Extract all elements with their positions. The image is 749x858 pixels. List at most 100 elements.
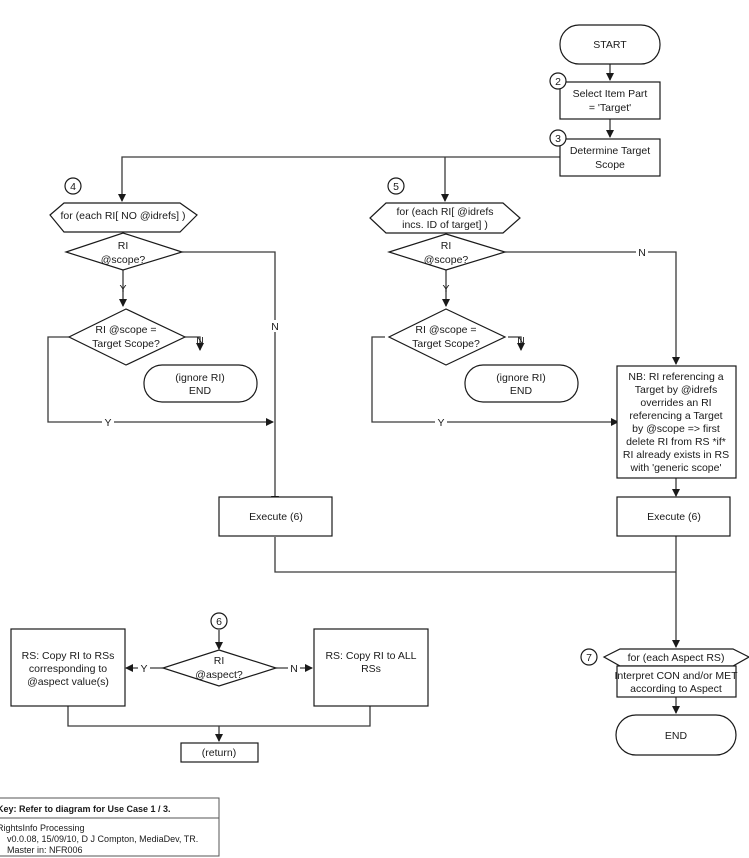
step4-number: 4 [70, 181, 76, 193]
note-line4: referencing a Target [629, 410, 722, 422]
key-title: Key: Refer to diagram for Use Case 1 / 3… [0, 804, 171, 814]
step6-number-badge [210, 612, 228, 630]
label-right-no-match: N [517, 335, 525, 347]
arrow-left-no-scope [182, 251, 279, 504]
step5-decision2-line2: Target Scope? [412, 338, 480, 350]
start-label: START [593, 39, 627, 51]
step6-decision-aspect: RI @aspect? [161, 649, 278, 687]
step6-number: 6 [216, 616, 222, 628]
step7-process-line1: Interpret CON and/or MET [614, 670, 738, 682]
step4-decision-scope-match: RI @scope = Target Scope? [67, 308, 187, 366]
step6-decision-line1: RI [214, 655, 225, 667]
step5-ignore-end: (ignore RI) END [464, 364, 579, 403]
step5-loop-line1: for (each RI[ @idrefs [396, 206, 493, 218]
step3-determine-target-scope: Determine Target Scope 3 [549, 129, 661, 177]
arrow-right-no-scope [505, 251, 680, 365]
step2-select-item-part: Select Item Part = 'Target' 2 [549, 72, 661, 120]
step5-number: 5 [393, 181, 399, 193]
step7-number: 7 [586, 652, 592, 664]
step7-interpret: Interpret CON and/or MET according to As… [614, 665, 738, 698]
step2-number: 2 [555, 76, 561, 88]
note-line8: with 'generic scope' [630, 462, 722, 474]
key-line1: RightsInfo Processing [0, 823, 85, 833]
yes-box-line3: @aspect value(s) [27, 676, 109, 688]
step5-decision1-line1: RI [441, 240, 452, 252]
arrow-right-no-match [508, 336, 525, 351]
label-aspect-no: N [290, 663, 298, 675]
label-right-yes: Y [442, 283, 449, 295]
arrow-step3-to-step4 [118, 156, 560, 202]
step6-copy-to-all-rss: RS: Copy RI to ALL RSs [313, 628, 429, 707]
step4-loop-label: for (each RI[ NO @idrefs] ) [60, 210, 185, 222]
branch-labels: Y N N Y Y N N Y Y N [102, 246, 648, 675]
line-left-execute-to-merge [274, 537, 676, 573]
step6-copy-to-aspect-rss: RS: Copy RI to RSs corresponding to @asp… [10, 628, 126, 707]
step6-return: (return) [180, 742, 259, 763]
end-terminator: END [615, 714, 737, 756]
step3-line1: Determine Target [570, 145, 650, 157]
step5-decision1-line2: @scope? [424, 254, 469, 266]
step6-decision-line2: @aspect? [195, 669, 243, 681]
note-line6: delete RI from RS *if* [626, 436, 726, 448]
step4-decision2-line2: Target Scope? [92, 338, 160, 350]
line-step6-merge [67, 706, 371, 727]
no-box-line2: RSs [361, 663, 381, 675]
start-terminator: START [559, 24, 661, 65]
step3-number: 3 [555, 133, 561, 145]
step5-number-badge [387, 177, 405, 195]
step7-process-line2: according to Aspect [630, 683, 722, 695]
key-line3: Master in: NFR006 [7, 845, 83, 855]
note-line5: by @scope => first [632, 423, 720, 435]
step6-subroutine: 6 [210, 612, 228, 630]
step4-ignore-line2: END [189, 385, 212, 397]
step4-ignore-line1: (ignore RI) [175, 372, 225, 384]
step2-line2: = 'Target' [589, 102, 631, 114]
step2-number-badge [549, 72, 567, 90]
step5-execute-label: Execute (6) [647, 511, 701, 523]
step5-decision-scope-match: RI @scope = Target Scope? [387, 308, 507, 366]
connectors [47, 64, 680, 742]
key-box: Key: Refer to diagram for Use Case 1 / 3… [0, 797, 220, 857]
arrow-left-no-match [185, 336, 204, 351]
step5-loop-line2: incs. ID of target] ) [402, 219, 488, 231]
step5-decision2-line1: RI @scope = [415, 324, 476, 336]
note-line1: NB: RI referencing a [628, 371, 723, 383]
key-line2: v0.0.08, 15/09/10, D J Compton, MediaDev… [7, 834, 198, 844]
step3-line2: Scope [595, 159, 625, 171]
yes-box-line2: corresponding to [29, 663, 107, 675]
step5-loop: for (each RI[ @idrefs incs. ID of target… [369, 177, 521, 234]
step4-number-badge [64, 177, 82, 195]
step5-ignore-line1: (ignore RI) [496, 372, 546, 384]
step5-note: NB: RI referencing a Target by @idrefs o… [616, 365, 737, 479]
step5-execute: Execute (6) [616, 496, 731, 537]
label-left-match: Y [104, 417, 111, 429]
step4-loop: for (each RI[ NO @idrefs] ) 4 [49, 177, 198, 233]
step7-number-badge [580, 648, 598, 666]
end-label: END [665, 730, 688, 742]
arrow-left-match [47, 336, 274, 426]
step2-line1: Select Item Part [573, 88, 648, 100]
label-right-match: Y [437, 417, 444, 429]
label-left-no-scope: N [271, 321, 279, 333]
note-line7: RI already exists in RS [623, 449, 729, 461]
no-box-line1: RS: Copy RI to ALL [325, 650, 416, 662]
yes-box-line1: RS: Copy RI to RSs [22, 650, 115, 662]
step4-decision1-line2: @scope? [101, 254, 146, 266]
step4-ignore-end: (ignore RI) END [143, 364, 258, 403]
step7-loop-label: for (each Aspect RS) [628, 652, 725, 664]
arrow-right-match [371, 336, 619, 426]
label-left-yes: Y [119, 283, 126, 295]
label-aspect-yes: Y [140, 663, 147, 675]
step7-loop: for (each Aspect RS) 7 [580, 648, 749, 667]
step4-decision2-line1: RI @scope = [95, 324, 156, 336]
step4-decision1-line1: RI [118, 240, 129, 252]
note-line3: overrides an RI [640, 397, 711, 409]
step4-execute-label: Execute (6) [249, 511, 303, 523]
step4-execute: Execute (6) [218, 496, 333, 537]
label-right-no-scope: N [638, 247, 646, 259]
step4-decision-scope: RI @scope? [64, 232, 185, 271]
step3-number-badge [549, 129, 567, 147]
return-label: (return) [202, 747, 236, 759]
step5-decision-scope: RI @scope? [387, 233, 508, 271]
